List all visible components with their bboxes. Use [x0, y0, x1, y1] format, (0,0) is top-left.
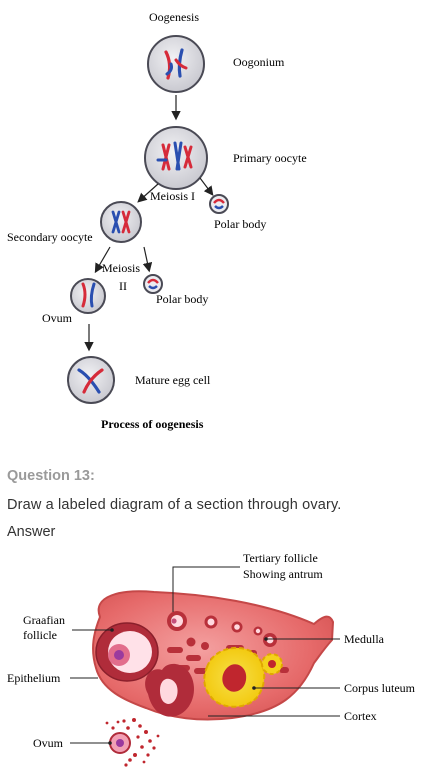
ovum-cell: [70, 278, 106, 314]
arrow-secondary-to-ovum: [94, 246, 111, 274]
leader-lines: [70, 566, 340, 744]
cortex-label: Cortex: [344, 709, 377, 723]
corona-cells: [105, 718, 160, 767]
arrow-secondary-to-polar2: [142, 246, 153, 273]
answer-label: Answer: [7, 524, 56, 540]
mature-egg-cell-label: Mature egg cell: [135, 373, 211, 387]
oogonium-label: Oogonium: [233, 55, 285, 69]
epithelium-label: Epithelium: [7, 671, 61, 685]
oogenesis-caption: Process of oogenesis: [101, 417, 204, 431]
ruptured-follicle: [145, 663, 195, 717]
meiosis-2-label-line2: II: [119, 279, 127, 293]
small-follicles: [186, 615, 277, 650]
leader-line-ends: [108, 628, 268, 745]
ovum-released-label: Ovum: [33, 736, 64, 750]
meiosis-1-label: Meiosis I: [150, 189, 195, 203]
polar-body-2-label: Polar body: [156, 292, 208, 306]
corpus-luteum: [203, 646, 283, 708]
tertiary-follicle: [167, 611, 187, 631]
arrow-primary-to-secondary: [137, 183, 159, 203]
arrow-primary-to-polar1: [199, 177, 214, 196]
polar-body-1-label: Polar body: [214, 217, 266, 231]
primary-oocyte-cell: [144, 126, 208, 190]
released-ovum: [109, 732, 131, 754]
corpus-luteum-label: Corpus luteum: [344, 681, 416, 695]
secondary-oocyte-cell: [100, 201, 142, 243]
graafian-follicle: [95, 622, 159, 682]
secondary-oocyte-label: Secondary oocyte: [7, 230, 93, 244]
graafian-follicle-label-line1: Graafian: [23, 613, 65, 627]
ovary-section-diagram: Tertiary follicle Showing antrum Graafia…: [7, 551, 416, 767]
tertiary-follicle-label-line1: Tertiary follicle: [243, 551, 318, 565]
polar-body-1: [209, 194, 229, 214]
ovum-label: Ovum: [42, 311, 73, 325]
primary-oocyte-label: Primary oocyte: [233, 151, 307, 165]
medulla-label: Medulla: [344, 632, 385, 646]
question-text: Draw a labeled diagram of a section thro…: [7, 497, 342, 513]
oogenesis-diagram: Oogenesis Oogonium Primary oocyte Meiosi…: [7, 10, 307, 431]
meiosis-2-label-line1: Meiosis: [102, 261, 140, 275]
graafian-follicle-label-line2: follicle: [23, 628, 57, 642]
question-heading: Question 13:: [7, 468, 95, 484]
oogonium-cell: [147, 35, 205, 93]
polar-body-2: [143, 274, 163, 294]
oogenesis-title: Oogenesis: [149, 10, 199, 24]
tertiary-follicle-label-line2: Showing antrum: [243, 567, 323, 581]
mature-egg-cell: [67, 356, 115, 404]
